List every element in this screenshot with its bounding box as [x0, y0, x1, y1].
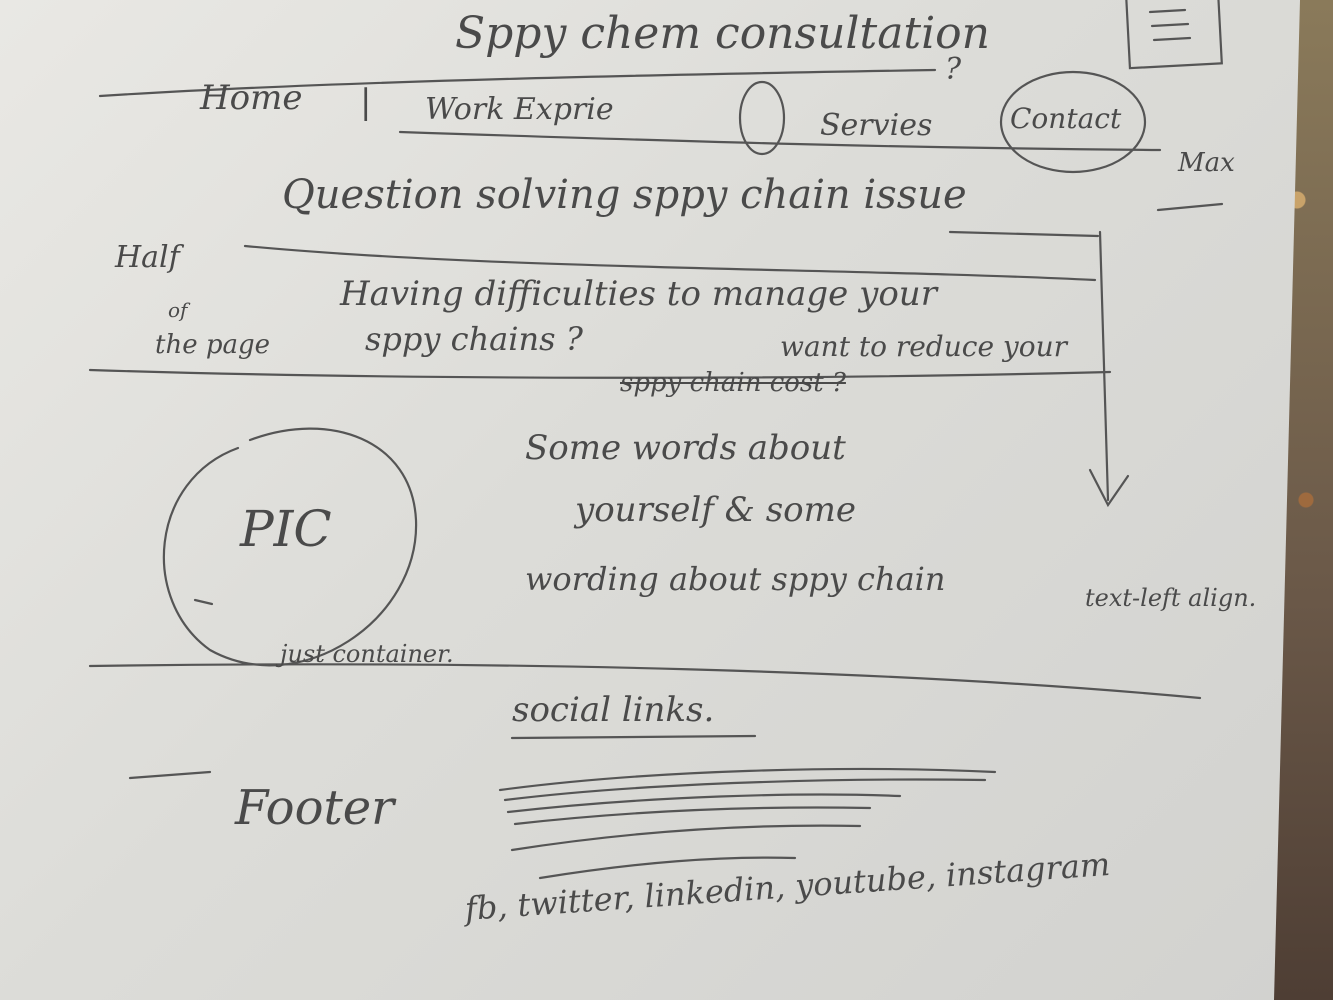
nav-contact: Contact [1010, 102, 1122, 135]
sketch-paper: Sppy chem consultation Home | Work Expri… [0, 0, 1300, 1000]
about-text-note: text-left align. [1085, 584, 1257, 612]
side-note-of: of [168, 298, 188, 322]
hero-line-3: want to reduce your [780, 330, 1068, 363]
about-text-3: wording about sppy chain [525, 560, 946, 598]
pencil-strokes [88, 0, 1224, 880]
hero-line-1: Having difficulties to manage your [340, 274, 937, 314]
nav-services: Servies [820, 108, 933, 143]
nav-home: Home [200, 78, 303, 118]
side-note-half: Half [115, 240, 180, 275]
hero-line-2: sppy chains ? [365, 320, 583, 358]
about-text-1: Some words about [525, 428, 846, 468]
max-note: Max [1178, 148, 1235, 178]
side-note-page: the page [155, 330, 271, 360]
nav-question-mark: ? [945, 52, 962, 87]
pic-label: PIC [240, 500, 332, 558]
footer-label: Footer [235, 780, 395, 836]
social-heading: social links. [512, 690, 715, 730]
hero-headline: Question solving sppy chain issue [282, 172, 967, 218]
pic-note: just container. [280, 640, 454, 668]
nav-work: Work Exprie [425, 92, 614, 127]
sketch-title: Sppy chem consultation [455, 8, 991, 59]
about-text-2: yourself & some [575, 490, 857, 530]
hamburger-menu-icon [1125, 0, 1223, 70]
nav-separator: | [360, 82, 372, 122]
hero-line-4: sppy chain cost ? [620, 368, 846, 398]
